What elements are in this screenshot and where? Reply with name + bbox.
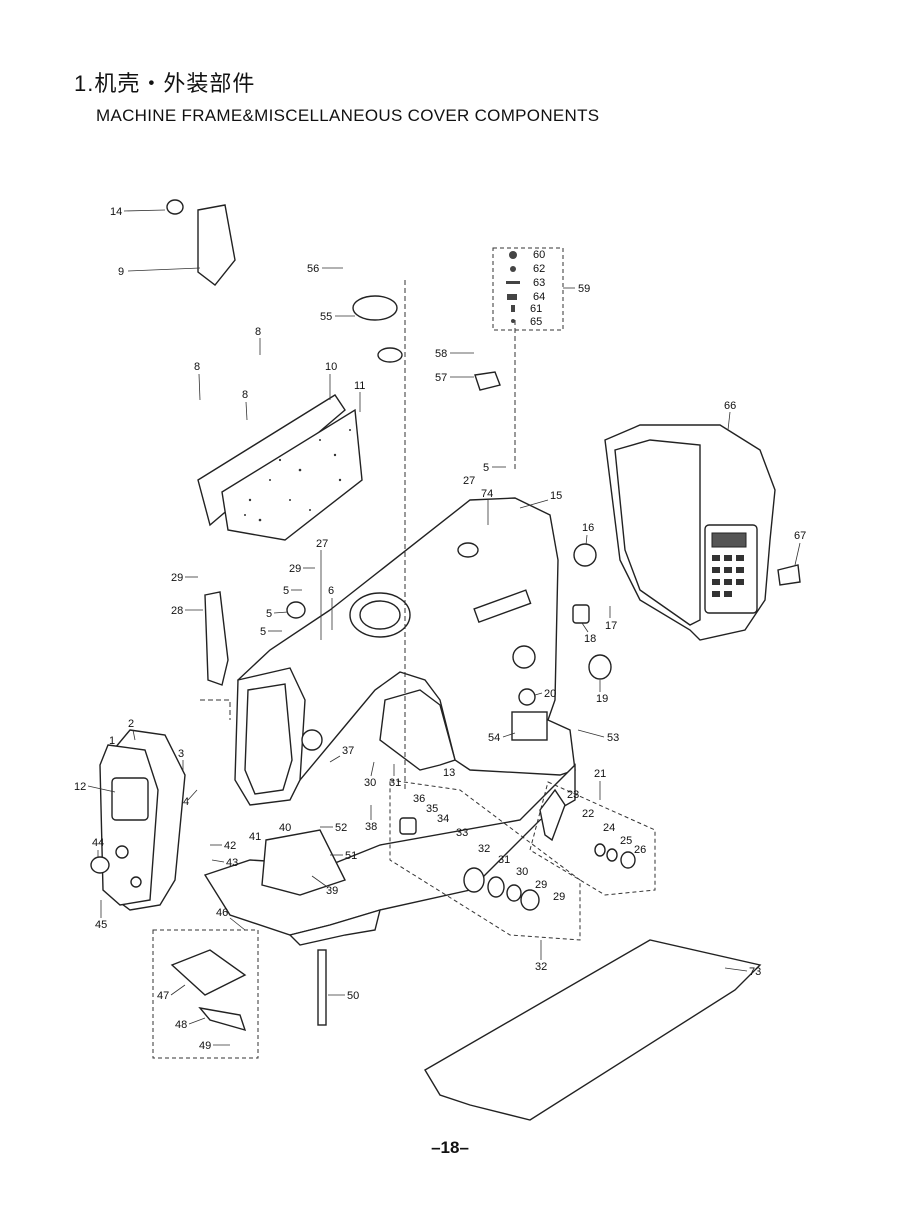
callout-61: 56 <box>307 263 319 275</box>
callout-15: 15 <box>550 490 562 502</box>
callout-22: 22 <box>582 808 594 820</box>
callout-11: 11 <box>354 380 365 392</box>
callout-9: 9 <box>118 266 124 278</box>
face-plate-drawing <box>90 729 186 911</box>
page-title-chinese: 1.机壳・外装部件 <box>74 71 256 96</box>
callout-29a: 29 <box>289 563 301 575</box>
callout-74: 74 <box>481 488 493 500</box>
page-title-english: MACHINE FRAME&MISCELLANEOUS COVER COMPON… <box>96 106 600 125</box>
callout-56: 51 <box>345 850 357 862</box>
callout-73: 73 <box>749 966 761 978</box>
callout-4: 4 <box>183 796 189 808</box>
callout-72: 67 <box>794 530 806 542</box>
callout-59: 54 <box>488 732 500 744</box>
callout-63: 58 <box>435 348 447 360</box>
callout-58: 53 <box>607 732 619 744</box>
callout-60: 55 <box>320 311 332 323</box>
callout-55: 50 <box>347 990 359 1002</box>
callout-7: 6 <box>328 585 334 597</box>
callout-6: 5 <box>266 608 272 620</box>
callout-31: 31 <box>389 777 401 789</box>
callout-68: 63 <box>533 277 545 289</box>
callout-44: 39 <box>326 885 338 897</box>
callout-14: 14 <box>110 206 122 218</box>
callout-8c: 8 <box>242 389 248 401</box>
callout-53: 48 <box>175 1019 187 1031</box>
callout-3: 3 <box>178 748 184 760</box>
callout-30: 30 <box>364 777 376 789</box>
callout-37: 32 <box>478 843 490 855</box>
callout-71: 66 <box>724 400 736 412</box>
callout-42: 37 <box>342 745 354 757</box>
callout-29b: 29 <box>171 572 183 584</box>
callout-43: 38 <box>365 821 377 833</box>
callout-35: 30 <box>516 866 528 878</box>
callout-41: 36 <box>413 793 425 805</box>
callout-12: 12 <box>74 781 86 793</box>
callout-70: 65 <box>530 316 542 328</box>
callout-5a: 5 <box>483 462 489 474</box>
callout-17: 17 <box>605 620 617 632</box>
callout-10: 10 <box>325 361 337 373</box>
callout-54: 49 <box>199 1040 211 1052</box>
callout-26: 26 <box>634 844 646 856</box>
callout-51: 46 <box>216 907 228 919</box>
callout-36: 31 <box>498 854 510 866</box>
callout-labels: 14 9 8 8 8 10 11 56 55 58 57 60 62 63 64… <box>74 206 806 1052</box>
callout-50: 45 <box>95 919 107 931</box>
callout-19: 19 <box>596 693 608 705</box>
callout-25: 25 <box>620 835 632 847</box>
top-cover-drawing <box>197 394 363 541</box>
callout-62: 57 <box>435 372 447 384</box>
callout-33: 29 <box>553 891 565 903</box>
small-parts-drawing <box>166 199 801 1032</box>
callout-5b: 5 <box>283 585 289 597</box>
callout-67: 62 <box>533 263 545 275</box>
callout-27a: 27 <box>463 475 475 487</box>
callout-57: 52 <box>335 822 347 834</box>
gear-cluster <box>463 843 636 911</box>
callout-28: 28 <box>171 605 183 617</box>
callout-65: 60 <box>533 249 545 261</box>
callout-21: 21 <box>594 768 606 780</box>
callout-40: 35 <box>426 803 438 815</box>
callout-18: 18 <box>584 633 596 645</box>
callout-2: 2 <box>128 718 134 730</box>
group-boxes <box>152 247 656 1059</box>
side-cover-drawing <box>604 424 776 641</box>
callout-8b: 8 <box>194 361 200 373</box>
callout-47: 42 <box>224 840 236 852</box>
callout-34: 29 <box>535 879 547 891</box>
callout-13: 13 <box>443 767 455 779</box>
callout-52: 47 <box>157 990 169 1002</box>
callout-24: 24 <box>603 822 615 834</box>
callout-48: 43 <box>226 857 238 869</box>
callout-39: 34 <box>437 813 449 825</box>
callout-45: 40 <box>279 822 291 834</box>
callout-1: 1 <box>109 735 115 747</box>
callout-64: 59 <box>578 283 590 295</box>
callout-69: 64 <box>533 291 545 303</box>
callout-46: 41 <box>249 831 261 843</box>
callout-20: 20 <box>544 688 556 700</box>
callout-5c: 5 <box>260 626 266 638</box>
callout-38: 33 <box>456 827 468 839</box>
callout-32: 32 <box>535 961 547 973</box>
callout-49: 44 <box>92 837 104 849</box>
page-number: –18– <box>431 1138 469 1157</box>
callout-8a: 8 <box>255 326 261 338</box>
callout-16: 16 <box>582 522 594 534</box>
oil-tray-drawing <box>424 939 762 1121</box>
callout-23: 23 <box>567 789 579 801</box>
callout-27b: 27 <box>316 538 328 550</box>
callout-66: 61 <box>530 303 542 315</box>
